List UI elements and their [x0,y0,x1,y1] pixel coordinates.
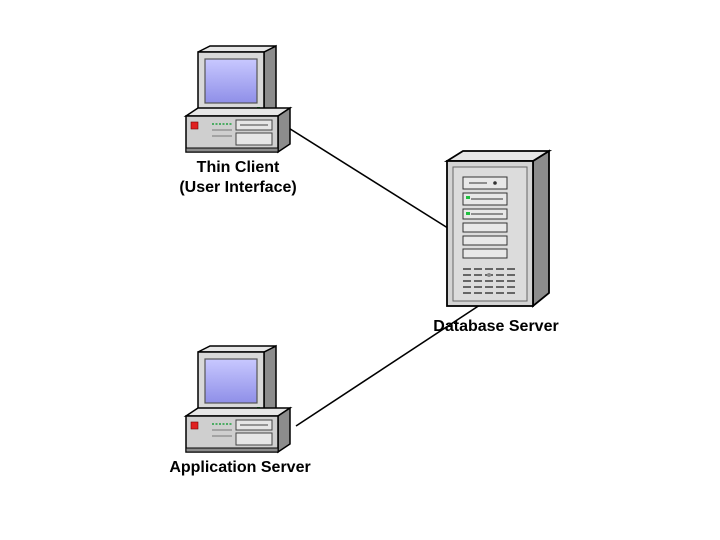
desktop-computer-icon [185,345,291,453]
connection-application-server-to-database [295,300,487,427]
database-server-label: Database Server [433,318,559,335]
tower-server-icon [446,150,550,307]
application-server-label: Application Server [169,459,311,476]
thin-client-title: Thin Client [196,159,280,176]
thin-client-label: Thin Client (User Interface) [163,158,313,198]
thin-client-subtitle: (User Interface) [179,179,297,196]
connection-thin-client-to-database [286,126,452,231]
desktop-computer-icon [185,45,291,153]
